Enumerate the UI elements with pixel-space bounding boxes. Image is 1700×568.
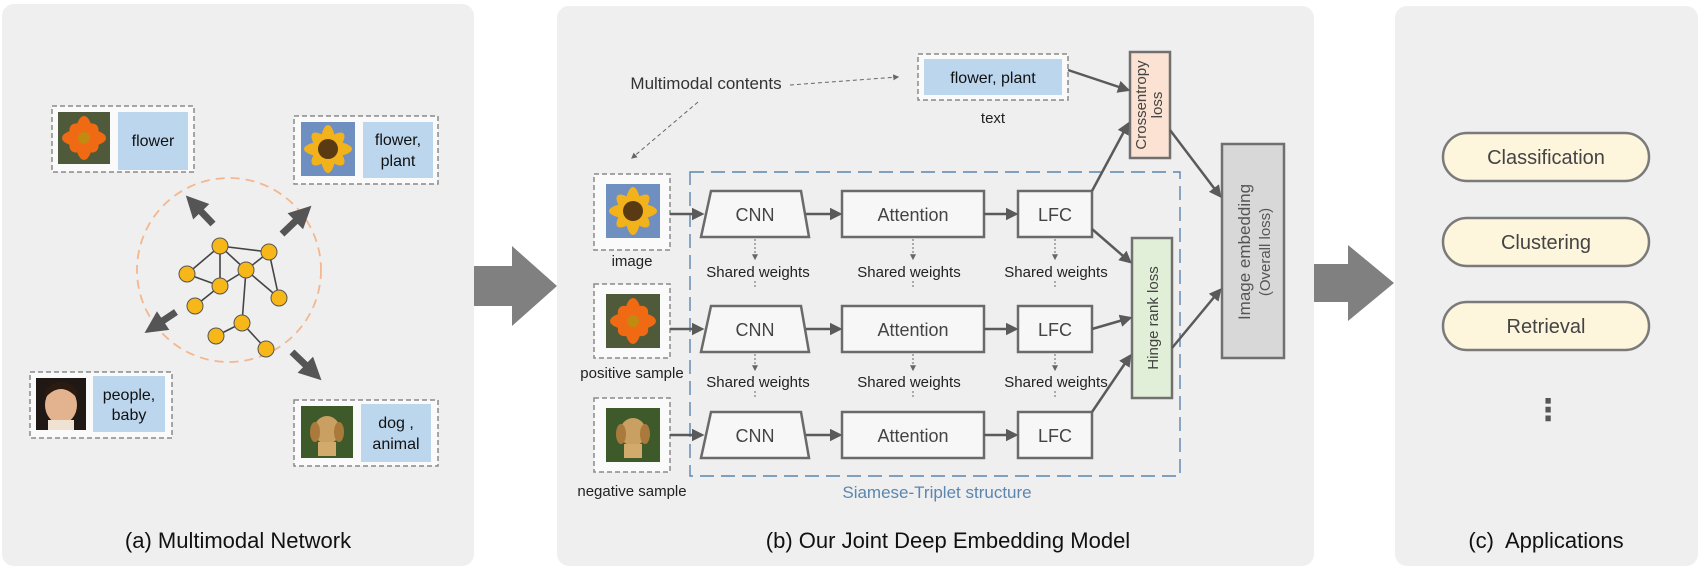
graph-node [233,314,251,332]
negative-sample-label: negative sample [577,483,686,500]
attention-label: Attention [877,426,948,446]
pipeline-row-anchor: CNN Attention LFC [699,189,1094,239]
app-classification-label: Classification [1487,147,1605,169]
network-arrows [144,195,322,381]
image-sample: image [593,173,671,270]
lfc-block [1016,410,1094,460]
network-nodes [178,237,288,358]
text-sample-fill [924,59,1062,95]
shared-weights-label: Shared weights [1004,374,1107,391]
panel-b-caption: (b) Our Joint Deep Embedding Model [766,528,1130,553]
panel-b: Multimodal contents flower, plant text S… [577,50,1286,553]
crossentropy-label-line2: loss [1149,92,1166,119]
shared-weights-label: Shared weights [857,264,960,281]
panel-a-background [2,4,474,566]
cnn-block [699,410,811,460]
transition-arrow-a-b [474,246,557,326]
image-sample-label: image [612,253,653,270]
hinge-rank-loss-label: Hinge rank loss [1145,266,1162,369]
graph-node [207,327,225,345]
graph-node [186,297,204,315]
flow-arrows [670,207,1019,442]
positive-sample-label: positive sample [580,365,683,382]
crossentropy-label-line1: Crossentropy [1133,60,1150,150]
app-clustering-label: Clustering [1501,232,1591,254]
lfc-block [1016,304,1094,354]
more-apps-ellipsis: ⋮ [1533,394,1563,427]
app-clustering [1441,216,1651,268]
loss-arrows [1067,68,1222,413]
cnn-block [699,189,811,239]
text-sample-box: flower, plant [950,70,1036,87]
cnn-label: CNN [736,320,775,340]
text-sample-caption: text [981,110,1006,127]
panel-a: flower flower, plant [29,105,439,553]
crossentropy-loss-box [1128,50,1172,160]
shared-weights-label: Shared weights [1004,264,1107,281]
image-embedding-box [1220,142,1286,360]
app-classification [1441,131,1651,183]
graph-node [211,237,229,255]
cnn-block [699,304,811,354]
flower-photo-icon [606,294,660,348]
tag-flower-plant-line1: flower, [375,132,421,149]
graph-node [178,265,196,283]
attention-label: Attention [877,320,948,340]
pipeline-row-positive: CNN Attention LFC [699,304,1094,354]
shared-weights-label: Shared weights [706,374,809,391]
dog-photo-icon [606,408,660,462]
image-embedding-label: Image embedding [1235,184,1254,320]
multimodal-arrow-to-image [631,101,699,159]
tag-dog-animal-line1: dog , [378,415,414,432]
shared-weights-label: Shared weights [857,374,960,391]
dog-photo-icon [301,406,353,458]
siamese-triplet-box [689,171,1181,477]
sample-dog: dog , animal [293,399,439,467]
positive-sample: positive sample [580,283,684,382]
network-ring [136,177,322,363]
panel-a-caption: (a) Multimodal Network [125,528,352,553]
tag-flower: flower [132,133,175,150]
graph-node [237,261,255,279]
graph-node [211,277,229,295]
lfc-block [1016,189,1094,239]
panel-c-caption: (c) Applications [1468,528,1623,553]
sample-flower: flower [51,105,195,173]
lfc-label: LFC [1038,320,1072,340]
panel-c-background [1395,6,1698,566]
sunflower-photo-icon [301,122,355,176]
tag-flower-plant-line2: plant [381,153,416,170]
shared-weights-label: Shared weights [706,264,809,281]
graph-node [260,243,278,261]
tag-people-baby-line2: baby [112,407,147,424]
child-photo-icon [36,378,86,430]
pipeline-row-negative: CNN Attention LFC [699,410,1094,460]
cnn-label: CNN [736,426,775,446]
lfc-label: LFC [1038,205,1072,225]
multimodal-contents-label: Multimodal contents [630,74,781,93]
tag-dog-animal-line2: animal [372,436,419,453]
app-retrieval [1441,300,1651,352]
cnn-label: CNN [736,205,775,225]
attention-label: Attention [877,205,948,225]
graph-node [257,340,275,358]
shared-weights-labels: Shared weights Shared weights Shared wei… [702,263,1111,391]
flower-photo-icon [58,112,110,164]
transition-arrow-b-c [1314,245,1394,321]
sample-sunflower: flower, plant [293,115,439,185]
attention-block [840,304,986,354]
sunflower-photo-icon [606,184,660,238]
graph-node [270,289,288,307]
tag-people-baby-line1: people, [103,387,156,404]
attention-block [840,410,986,460]
overall-loss-label: (Overall loss) [1257,208,1274,296]
panel-c: Classification Clustering Retrieval ⋮ (c… [1441,131,1651,553]
lfc-label: LFC [1038,426,1072,446]
hinge-rank-loss-box [1130,236,1174,400]
app-retrieval-label: Retrieval [1507,316,1586,338]
siamese-triplet-label: Siamese-Triplet structure [842,483,1031,502]
sample-child: people, baby [29,371,173,439]
